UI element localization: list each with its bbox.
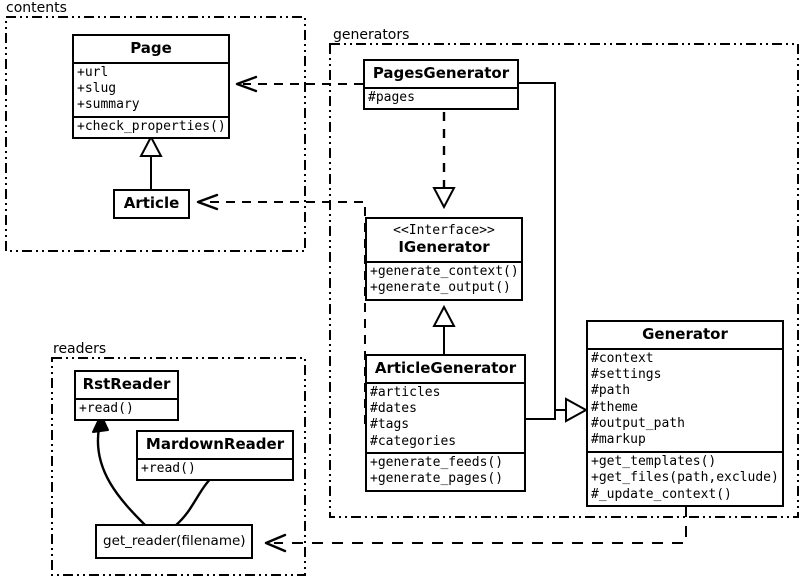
class-title-article: Article: [123, 194, 180, 212]
class-attributes-page: +url +slug +summary: [74, 61, 228, 116]
class-member: #dates: [370, 400, 417, 416]
class-title-generator: Generator: [642, 325, 728, 343]
class-methods-page: +check_properties(): [74, 115, 228, 137]
class-member: +read(): [79, 400, 134, 416]
realization-pagesgenerator-to-igenerator: [432, 112, 456, 210]
inheritance-articlegenerator-to-generator: [526, 397, 589, 423]
class-member: #markup: [591, 432, 646, 448]
class-title-articlegenerator: ArticleGenerator: [374, 359, 517, 377]
class-member: +url: [77, 64, 109, 80]
class-member: +generate_context(): [370, 263, 519, 279]
class-stereotype-igenerator: <<Interface>>: [393, 223, 495, 238]
class-box-rstreader[interactable]: RstReader +read(): [74, 370, 179, 421]
class-member: #articles: [370, 384, 441, 400]
class-box-generator[interactable]: Generator #context #settings #path #them…: [586, 320, 784, 507]
creates-getreader-to-rstreader: [92, 414, 148, 528]
class-box-mardownreader[interactable]: MardownReader +read(): [136, 430, 294, 481]
class-box-article[interactable]: Article: [113, 189, 190, 219]
class-member: #tags: [370, 417, 410, 433]
class-member: +slug: [77, 80, 117, 96]
class-member: +read(): [141, 460, 196, 476]
class-member: #context: [591, 350, 654, 366]
class-member: #settings: [591, 366, 662, 382]
class-methods-generator: +get_templates() +get_files(path,exclude…: [588, 450, 782, 505]
package-frame-contents: [5, 16, 306, 252]
class-box-page[interactable]: Page +url +slug +summary +check_properti…: [72, 34, 230, 139]
package-label-contents: contents: [4, 0, 69, 16]
class-box-igenerator[interactable]: <<Interface>> IGenerator +generate_conte…: [365, 217, 523, 301]
class-title-mardownreader: MardownReader: [145, 435, 285, 453]
function-label-get-reader: get_reader(filename): [103, 533, 246, 549]
function-box-get-reader[interactable]: get_reader(filename): [95, 524, 253, 559]
class-member: +generate_output(): [370, 280, 511, 296]
class-member: +generate_pages(): [370, 471, 504, 487]
dependency-articlegenerator-to-article: [196, 193, 366, 424]
class-box-articlegenerator[interactable]: ArticleGenerator #articles #dates #tags …: [365, 354, 526, 492]
class-attributes-rstreader: +read(): [76, 397, 177, 419]
class-methods-igenerator: +generate_context() +generate_output(): [367, 260, 521, 299]
class-member: #output_path: [591, 416, 685, 431]
dependency-generator-to-getreader: [264, 506, 687, 553]
package-frame-generators: [329, 43, 799, 518]
class-member: #_update_context(): [591, 486, 732, 502]
class-member: +get_templates(): [591, 453, 717, 469]
class-member: #pages: [368, 89, 415, 105]
package-label-generators: generators: [331, 27, 412, 43]
class-member: +summary: [77, 97, 140, 113]
class-attributes-generator: #context #settings #path #theme #output_…: [588, 347, 782, 451]
class-member: #path: [591, 383, 631, 399]
dependency-pagesgenerator-to-page: [235, 75, 363, 93]
package-label-readers: readers: [51, 341, 109, 357]
class-attributes-mardownreader: +read(): [138, 457, 292, 479]
class-member: +check_properties(): [77, 118, 226, 134]
class-member: #theme: [591, 399, 638, 415]
class-member: +generate_feeds(): [370, 455, 504, 470]
class-title-rstreader: RstReader: [82, 375, 171, 393]
realization-articlegenerator-to-igenerator: [432, 304, 456, 355]
inheritance-pagesgenerator-to-generator: [519, 82, 568, 411]
class-title-page: Page: [130, 39, 172, 57]
class-box-pagesgenerator[interactable]: PagesGenerator #pages: [363, 59, 519, 110]
class-attributes-pagesgenerator: #pages: [365, 86, 517, 108]
class-member: #categories: [370, 433, 457, 449]
class-name-igenerator: IGenerator: [398, 238, 490, 257]
class-title-igenerator: <<Interface>> IGenerator: [367, 219, 521, 261]
class-title-pagesgenerator: PagesGenerator: [372, 64, 510, 82]
class-attributes-articlegenerator: #articles #dates #tags #categories: [367, 381, 524, 453]
class-member: +get_files(path,exclude): [591, 470, 779, 486]
inheritance-article-to-page: [139, 134, 163, 189]
class-methods-articlegenerator: +generate_feeds() +generate_pages(): [367, 452, 524, 490]
